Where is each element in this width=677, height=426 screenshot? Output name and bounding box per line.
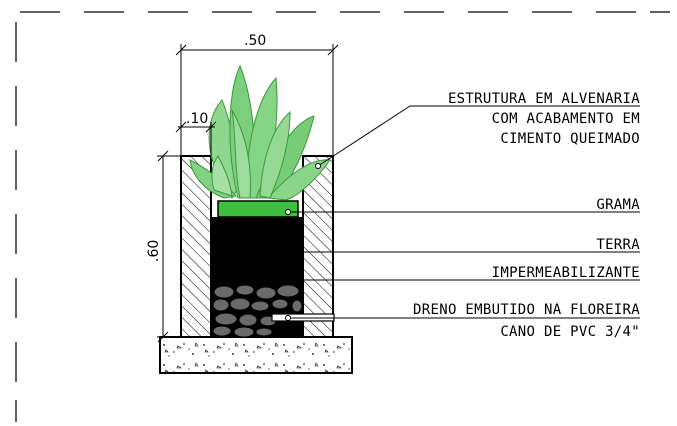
wall-dimension [175, 121, 217, 156]
gravel-drain-layer [211, 283, 303, 338]
label-structure-line-2: COM ACABAMENTO EM [492, 111, 640, 127]
concrete-base [159, 336, 353, 374]
soil-layer [211, 217, 303, 283]
label-drain: DRENO EMBUTIDO NA FLOREIRA [413, 302, 640, 318]
leader-lines [285, 105, 640, 321]
label-soil: TERRA [596, 237, 640, 253]
label-grass: GRAMA [596, 197, 640, 213]
grass-layer [217, 200, 299, 218]
width-dimension-label: .50 [244, 33, 266, 49]
label-structure-line-1: ESTRUTURA EM ALVENARIA [448, 91, 640, 107]
wall-dimension-label: .10 [186, 111, 208, 127]
label-structure-line-3: CIMENTO QUEIMADO [500, 131, 640, 147]
label-waterproofing: IMPERMEABILIZANTE [492, 265, 640, 281]
right-wall [302, 155, 334, 338]
sheet-border [15, 11, 670, 422]
plant-illustration [189, 64, 331, 201]
height-dimension [157, 150, 211, 343]
height-dimension-label: .60 [146, 240, 162, 262]
label-pvc-pipe: CANO DE PVC 3/4" [500, 324, 640, 340]
width-dimension [175, 44, 339, 156]
